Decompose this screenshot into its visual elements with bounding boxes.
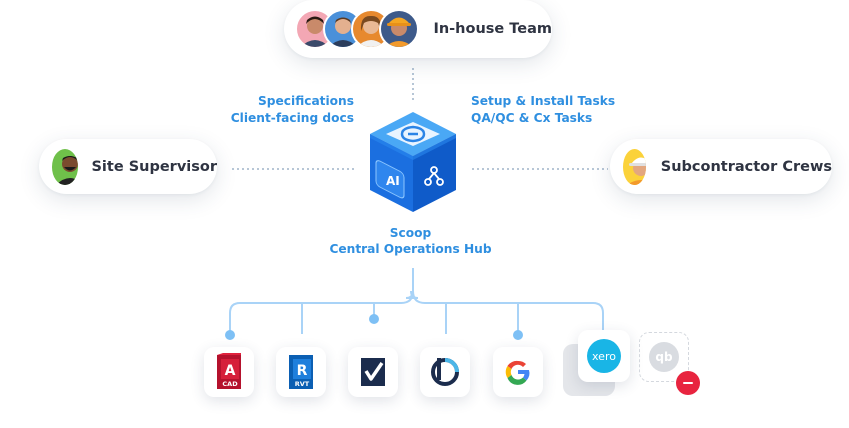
in-house-team-node[interactable]: In-house Team [284, 0, 552, 58]
site-supervisor-avatar [50, 146, 81, 187]
autocad-integration[interactable]: A CAD [204, 347, 254, 397]
left-annotation-line1: Specifications [258, 94, 354, 108]
buildertrend-icon [431, 358, 459, 386]
scoop-hub-cube[interactable]: AI [364, 108, 462, 218]
scoop-logo-icon [400, 125, 426, 143]
in-house-team-label: In-house Team [433, 21, 552, 37]
xero-integration[interactable]: xero [578, 330, 630, 382]
xero-label: xero [592, 349, 616, 363]
minus-icon [683, 381, 693, 385]
left-annotation: Specifications Client-facing docs [231, 93, 354, 126]
xero-icon: xero [587, 339, 621, 373]
left-annotation-line2: Client-facing docs [230, 110, 354, 125]
autocad-badge: CAD [222, 380, 238, 388]
buildertrend-integration[interactable] [420, 347, 470, 397]
subcontractor-crews-node[interactable]: Subcontractor Crews [610, 139, 832, 194]
smartsheet-integration[interactable] [348, 347, 398, 397]
quickbooks-integration[interactable]: qb [639, 332, 689, 382]
quickbooks-icon: qb [649, 342, 679, 372]
revit-letter: R [297, 363, 308, 379]
autocad-icon: A CAD [217, 353, 241, 389]
site-supervisor-label: Site Supervisor [91, 158, 217, 175]
hub-face-text: AI [386, 174, 400, 188]
subcontractor-crews-label: Subcontractor Crews [660, 158, 832, 175]
hub-title: Scoop [389, 226, 432, 240]
connector-dot [369, 314, 379, 324]
remove-integration-button[interactable] [676, 371, 700, 395]
autocad-letter: A [225, 363, 236, 379]
right-annotation: Setup & Install Tasks QA/QC & Cx Tasks [471, 93, 615, 126]
integration-tree [229, 268, 604, 342]
connector-dot [513, 330, 523, 340]
smartsheet-icon [361, 358, 385, 386]
site-supervisor-node[interactable]: Site Supervisor [39, 139, 217, 194]
right-annotation-line1: Setup & Install Tasks [471, 94, 616, 108]
revit-integration[interactable]: R RVT [276, 347, 326, 397]
team-member-avatar-4 [379, 9, 419, 49]
team-avatars [295, 9, 419, 49]
google-integration[interactable] [493, 347, 543, 397]
subcontractor-avatar [621, 146, 648, 187]
connector-dot [225, 330, 235, 340]
right-annotation-line2: QA/QC & Cx Tasks [471, 110, 593, 125]
revit-badge: RVT [295, 380, 310, 388]
quickbooks-label: qb [655, 350, 673, 364]
revit-icon: R RVT [289, 355, 313, 389]
google-icon [505, 360, 530, 385]
hub-subtitle: Central Operations Hub [329, 242, 492, 256]
network-icon [424, 166, 444, 186]
